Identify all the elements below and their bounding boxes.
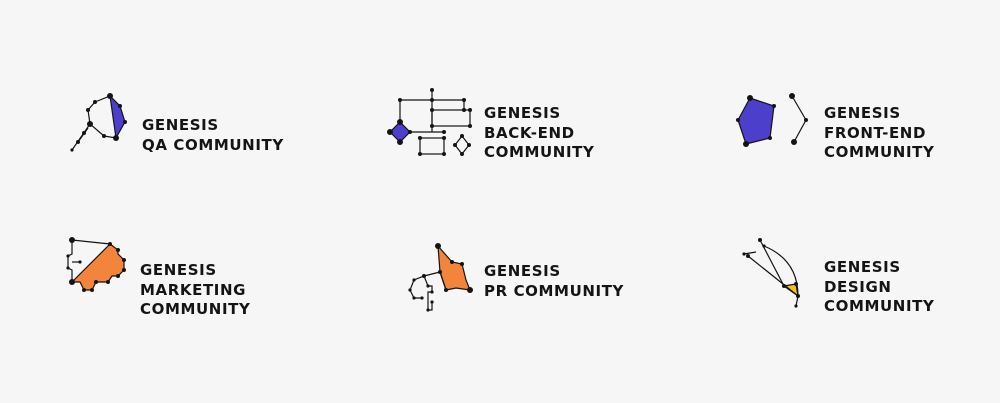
design-community-icon (742, 238, 800, 308)
title-line: GENESIS (484, 104, 561, 122)
logo-pr-community: GENESIS PR COMMUNITY (400, 236, 640, 316)
title-line: QA COMMUNITY (142, 135, 284, 154)
logo-qa-community: GENESIS QA COMMUNITY (60, 88, 300, 158)
logo-design-community: GENESIS DESIGN COMMUNITY (740, 236, 980, 316)
title-line: PR COMMUNITY (484, 281, 624, 300)
title-line: COMMUNITY (140, 300, 251, 318)
marketing-community-title: GENESIS MARKETING COMMUNITY (140, 261, 250, 320)
title-line: COMMUNITY (824, 143, 935, 161)
title-line: MARKETING (140, 280, 247, 299)
front-end-community-title: GENESIS FRONT-END COMMUNITY (824, 104, 934, 163)
qa-community-title: GENESIS QA COMMUNITY (142, 116, 284, 155)
pr-community-title: GENESIS PR COMMUNITY (484, 262, 624, 301)
back-end-community-title: GENESIS BACK-END COMMUNITY (484, 104, 594, 163)
title-line: BACK-END (484, 123, 575, 142)
title-line: DESIGN (824, 277, 892, 296)
logo-marketing-community: GENESIS MARKETING COMMUNITY (60, 232, 300, 318)
title-line: GENESIS (140, 261, 217, 279)
title-line: FRONT-END (824, 123, 927, 142)
title-line: COMMUNITY (484, 143, 595, 161)
title-line: GENESIS (824, 258, 901, 276)
title-line: GENESIS (142, 116, 219, 134)
title-line: GENESIS (824, 104, 901, 122)
marketing-community-icon (66, 237, 126, 292)
qa-community-icon (70, 93, 127, 152)
pr-community-icon (408, 243, 473, 312)
back-end-community-icon (387, 88, 472, 156)
title-line: GENESIS (484, 262, 561, 280)
logo-back-end-community: GENESIS BACK-END COMMUNITY (380, 86, 620, 166)
front-end-community-icon (736, 93, 808, 147)
design-community-title: GENESIS DESIGN COMMUNITY (824, 258, 934, 317)
title-line: COMMUNITY (824, 297, 935, 315)
logo-front-end-community: GENESIS FRONT-END COMMUNITY (732, 90, 972, 162)
